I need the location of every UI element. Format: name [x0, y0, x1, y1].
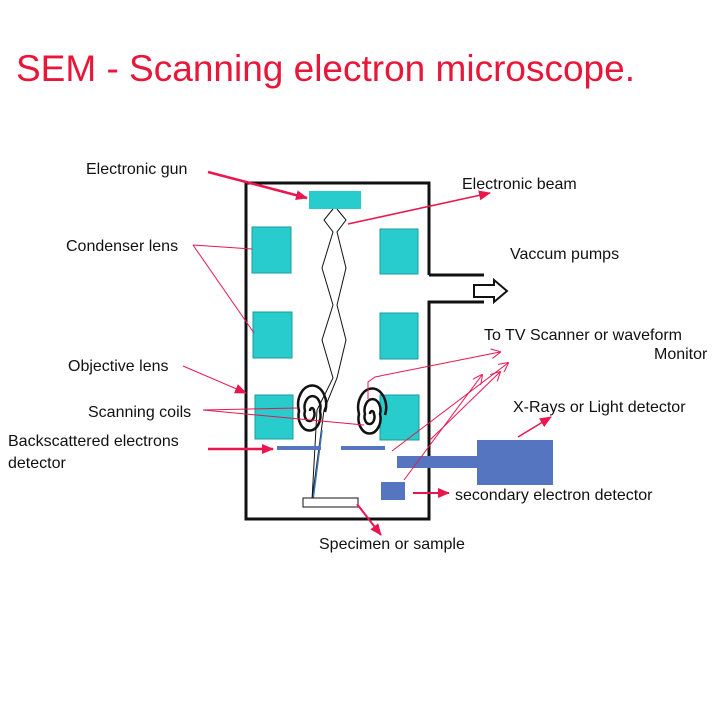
backscattered-detector-right: [341, 446, 385, 450]
label-vaccum-pumps: Vaccum pumps: [510, 246, 619, 263]
tv-signal-line-4: [403, 375, 482, 481]
arrow-specimen: [356, 503, 382, 536]
diagram-title: SEM - Scanning electron microscope.: [16, 48, 635, 89]
vacuum-outlet-arrow: [473, 277, 509, 305]
condenser-lens-right-lower: [379, 312, 419, 360]
backscattered-detector-left: [277, 446, 321, 450]
label-tv-scanner-1: To TV Scanner or waveform: [484, 327, 682, 344]
label-secondary-detector: secondary electron detector: [455, 487, 653, 504]
specimen-stage: [302, 497, 359, 508]
condenser-lens-left-upper: [251, 226, 292, 274]
label-tv-scanner-2: Monitor: [654, 346, 708, 363]
secondary-electron-detector: [381, 482, 405, 500]
tv-signal-line-1: [367, 352, 500, 399]
tv-signal-line-3: [429, 372, 500, 441]
tv-signal-line-2: [391, 363, 508, 452]
arrow-objective-lens: [182, 365, 247, 394]
label-scanning-coils: Scanning coils: [88, 404, 191, 421]
label-backscattered-2: detector: [8, 455, 66, 472]
line-condenser-lower: [192, 244, 255, 334]
label-objective-lens: Objective lens: [68, 358, 169, 375]
arrow-electronic-gun: [207, 170, 308, 201]
label-x-rays: X-Rays or Light detector: [513, 399, 686, 416]
xray-detector-body: [477, 440, 553, 485]
electron-gun: [309, 191, 361, 209]
label-condenser-lens: Condenser lens: [66, 238, 178, 255]
line-condenser-upper: [192, 244, 253, 250]
line-scanning-coil-right: [202, 409, 365, 426]
line-scanning-coil-left: [202, 407, 299, 411]
label-electronic-beam: Electronic beam: [462, 176, 577, 193]
electron-beam-tail: [312, 429, 323, 501]
label-backscattered-1: Backscattered electrons: [8, 433, 179, 450]
electron-beam-path: [311, 208, 347, 501]
xray-detector-probe: [397, 456, 477, 468]
column-outline: [244, 181, 484, 521]
label-specimen: Specimen or sample: [319, 536, 465, 553]
label-electronic-gun: Electronic gun: [86, 161, 187, 178]
condenser-lens-left-lower: [252, 311, 293, 359]
arrow-xray: [517, 416, 552, 438]
scanning-coil-right: [356, 387, 388, 435]
condenser-lens-right-upper: [379, 228, 419, 275]
scanning-coil-left: [296, 384, 328, 432]
arrow-electronic-beam: [347, 190, 491, 225]
